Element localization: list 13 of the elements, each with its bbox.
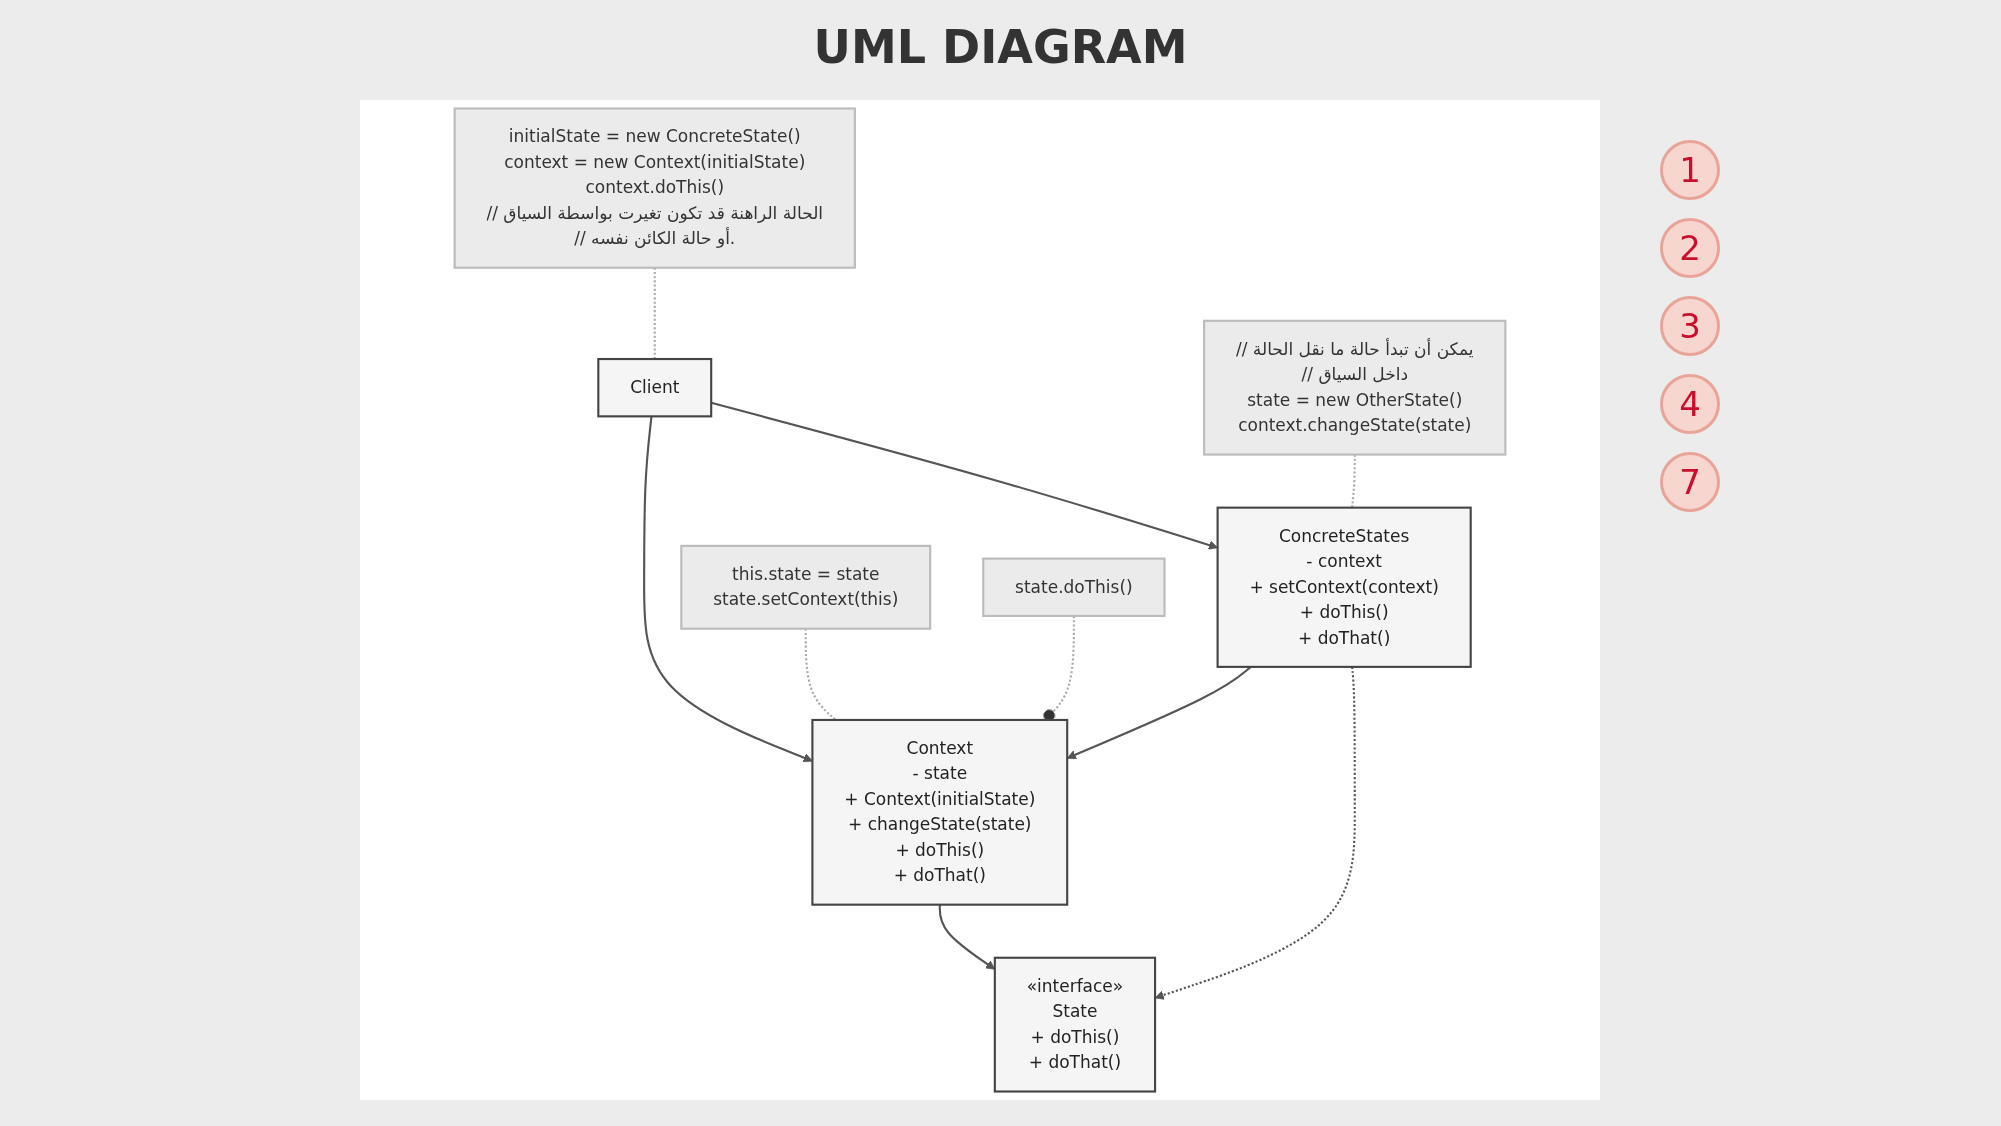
node-box: this.state = state state.setContext(this): [680, 544, 932, 630]
node-box: Context - state + Context(initialState) + changeState(state) + doThis() + doThat(): [811, 718, 1069, 906]
callout-number: 3: [1660, 296, 1720, 356]
callout-number: 1: [1660, 140, 1720, 200]
callout-number: 4: [1660, 374, 1720, 434]
callout-number: 7: [1660, 452, 1720, 512]
node-box: «interface» State + doThis() + doThat(): [993, 956, 1157, 1093]
callout-number: 2: [1660, 218, 1720, 278]
arrow: [643, 416, 813, 763]
node-box: ConcreteStates - context + setContext(context) + doThis() + doThat(): [1216, 506, 1472, 668]
node-box: Client: [597, 357, 713, 418]
title: UML DIAGRAM: [812, 20, 1189, 74]
node-box: state.doThis(): [982, 557, 1166, 617]
